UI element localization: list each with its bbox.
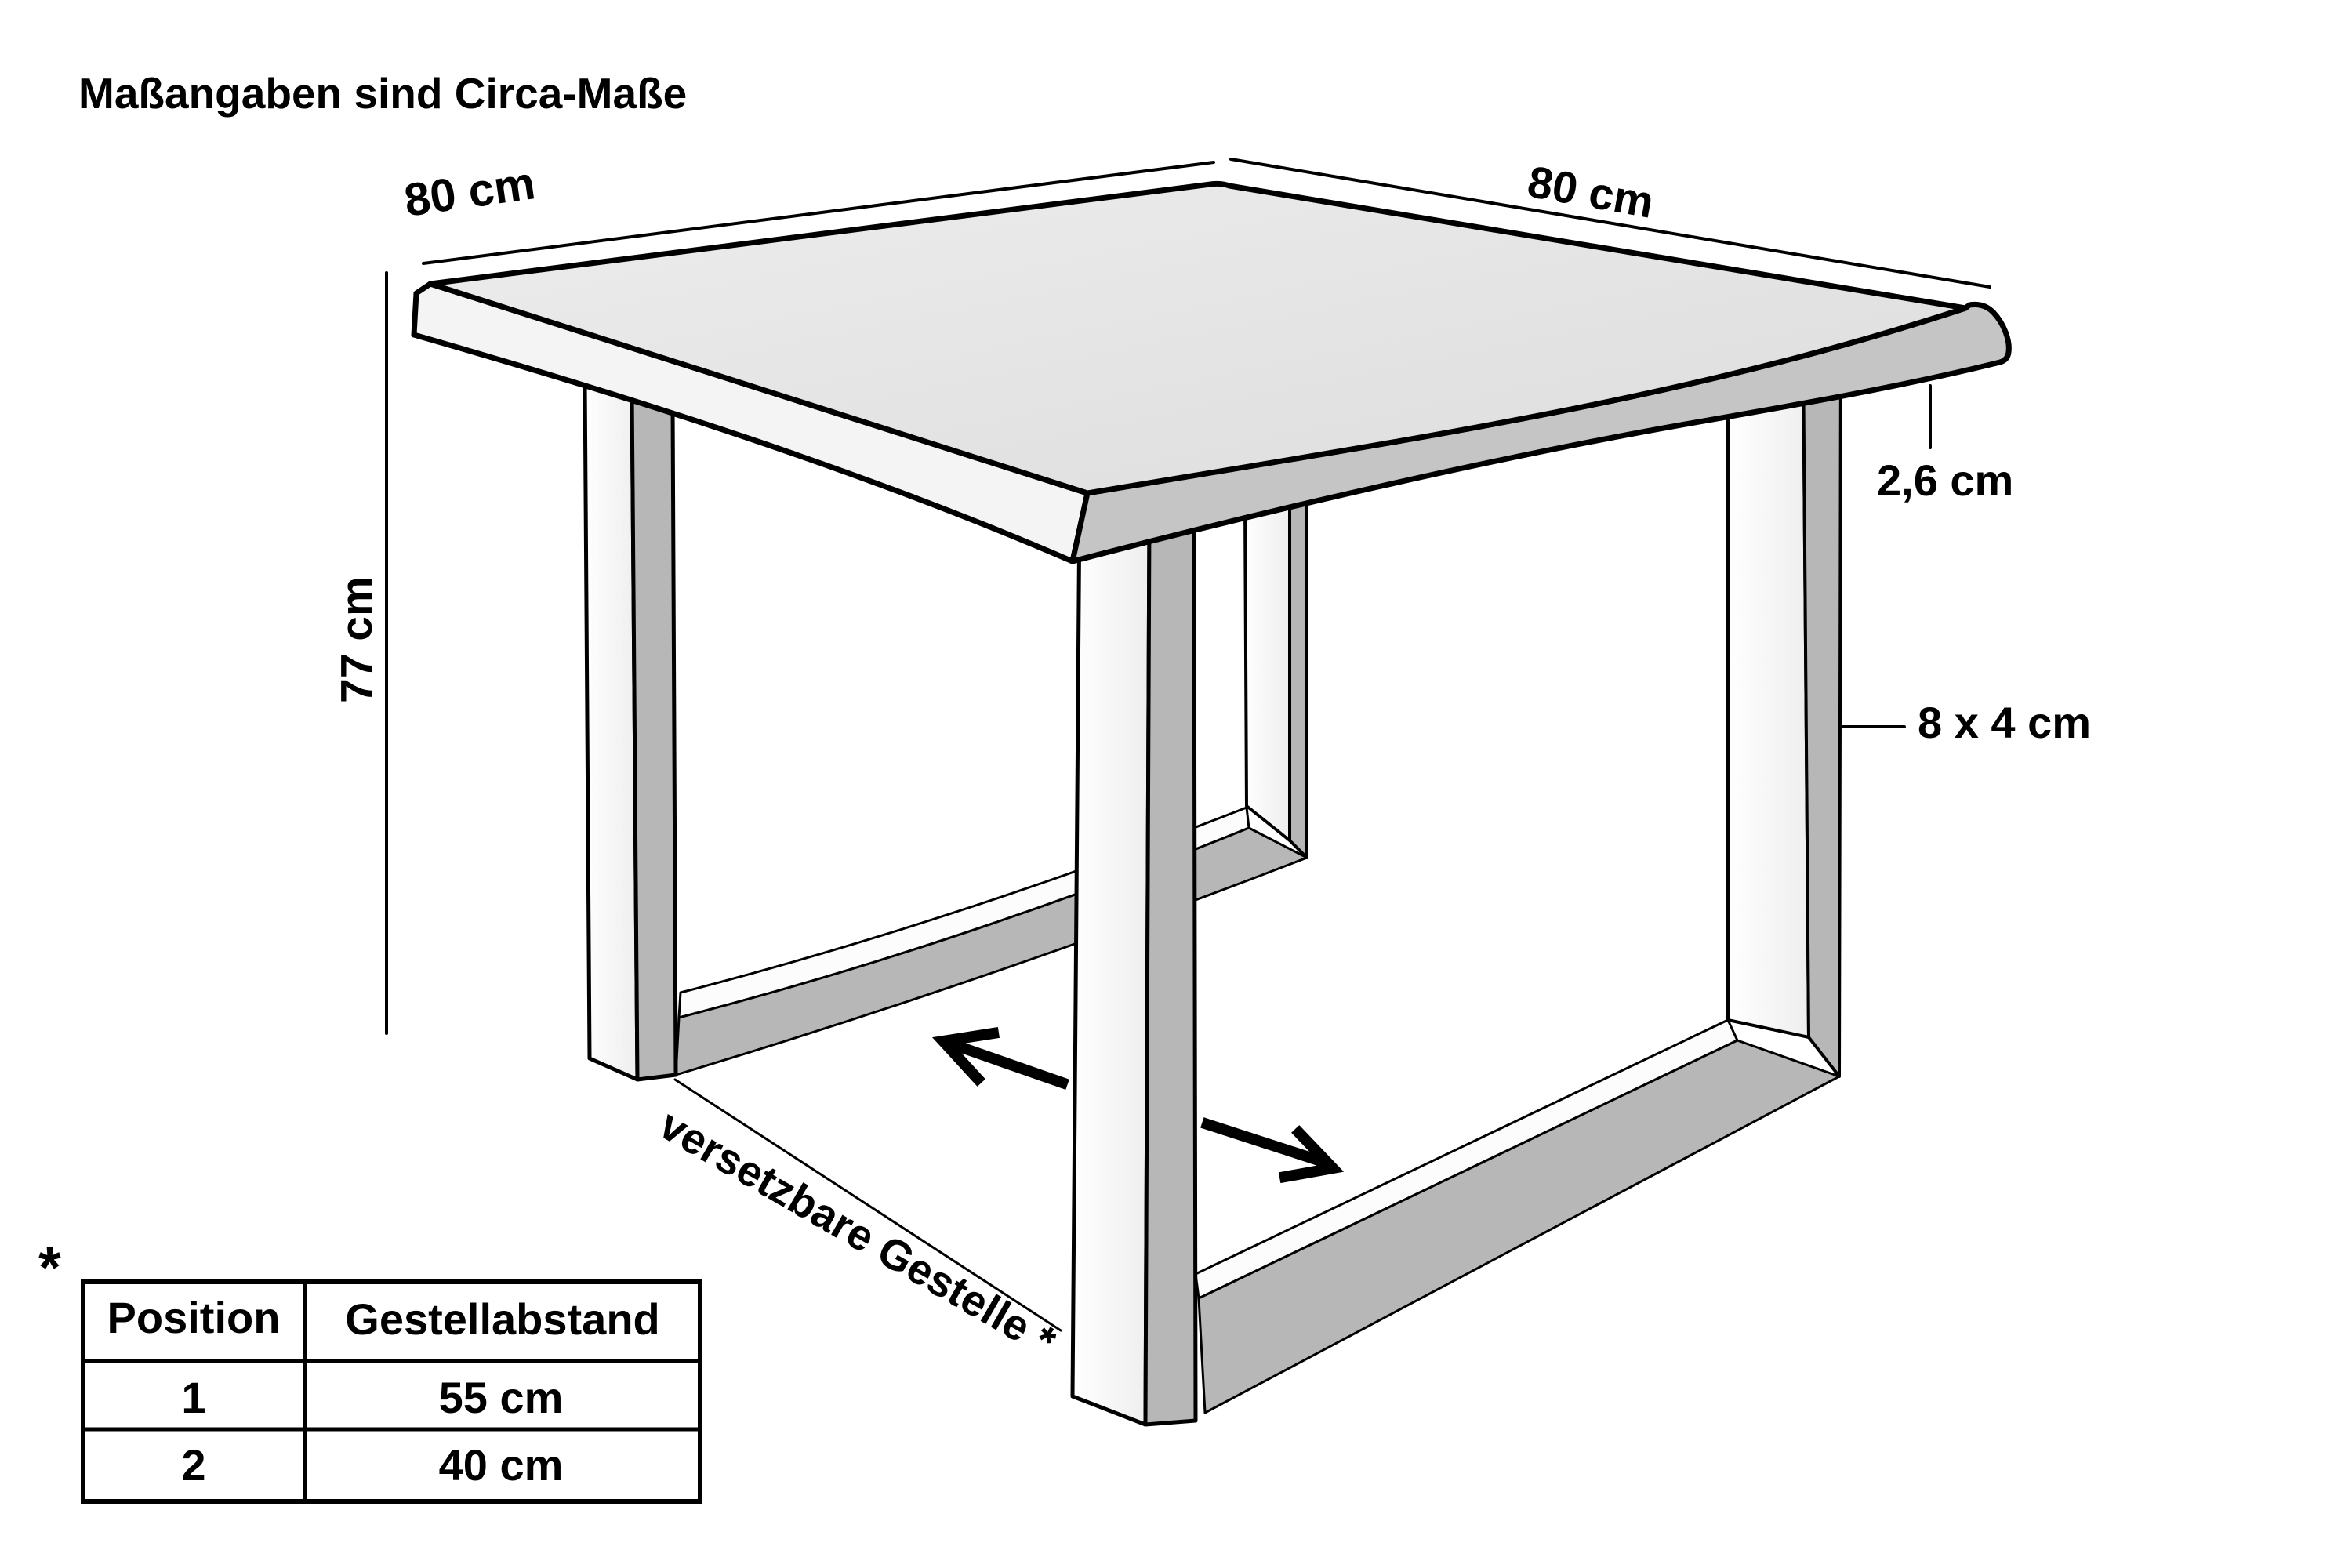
svg-text:1: 1 (181, 1373, 205, 1422)
svg-text:40 cm: 40 cm (439, 1440, 564, 1490)
svg-text:Maßangaben sind Circa-Maße: Maßangaben sind Circa-Maße (78, 69, 687, 118)
svg-text:*: * (38, 1235, 61, 1300)
svg-text:2,6 cm: 2,6 cm (1877, 456, 2013, 505)
svg-text:55 cm: 55 cm (439, 1373, 564, 1422)
svg-text:Gestellabstand: Gestellabstand (345, 1294, 659, 1344)
svg-text:8 x 4 cm: 8 x 4 cm (1918, 698, 2091, 747)
svg-text:Position: Position (107, 1293, 281, 1342)
svg-text:2: 2 (181, 1440, 205, 1490)
svg-text:77 cm: 77 cm (332, 576, 382, 703)
